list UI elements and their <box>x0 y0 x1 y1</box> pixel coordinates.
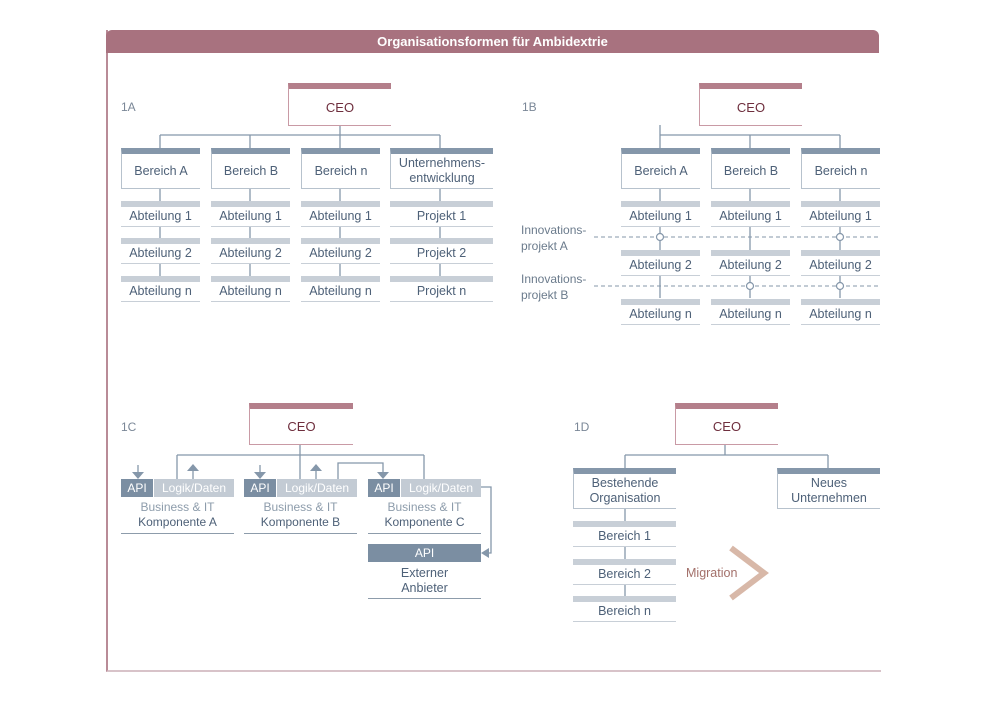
ceo-box-1c: CEO <box>249 403 353 445</box>
external-provider-text: Externer Anbieter <box>368 566 481 596</box>
header-bereich-a-1b: Bereich A <box>621 148 700 189</box>
ceo-box-1d: CEO <box>675 403 778 445</box>
item-box: Abteilung 2 <box>711 250 790 276</box>
external-provider-box: API Externer Anbieter <box>368 544 481 599</box>
component-line2: Komponente B <box>260 515 341 529</box>
item-box: Abteilung 1 <box>211 201 290 227</box>
logik-daten-label: Logik/Daten <box>277 479 357 497</box>
component-base-line <box>244 532 357 534</box>
innovation-project-b-label: Innovations- projekt B <box>521 271 586 303</box>
header-unternehmensentwicklung-1a: Unternehmens- entwicklung <box>390 148 493 189</box>
item-box: Bereich 1 <box>573 521 676 547</box>
item-box: Abteilung n <box>621 299 700 325</box>
header-bereich-a-1a: Bereich A <box>121 148 200 189</box>
item-box: Abteilung 1 <box>301 201 380 227</box>
innovation-project-a-label: Innovations- projekt A <box>521 222 586 254</box>
item-box: Projekt n <box>390 276 493 302</box>
header-bereich-n-1b: Bereich n <box>801 148 880 189</box>
component-b: API Logik/Daten Business & IT Komponente… <box>244 479 357 534</box>
label-line: Innovations- <box>521 272 587 286</box>
component-line2: Komponente A <box>138 515 217 529</box>
existing-organisation-box: Bestehende Organisation <box>573 468 676 509</box>
item-box: Abteilung 1 <box>711 201 790 227</box>
component-line2: Komponente C <box>384 515 465 529</box>
logik-daten-label: Logik/Daten <box>401 479 481 497</box>
migration-label: Migration <box>686 566 738 580</box>
item-box: Abteilung n <box>711 299 790 325</box>
diagram-title: Organisationsformen für Ambidextrie <box>106 30 879 53</box>
component-base-line <box>368 532 481 534</box>
header-line: Organisation <box>589 491 661 505</box>
item-box: Abteilung 2 <box>801 250 880 276</box>
quadrant-label-1a: 1A <box>121 100 136 114</box>
item-box: Abteilung n <box>801 299 880 325</box>
header-line: Unternehmens- <box>398 156 486 170</box>
header-bereich-b-1a: Bereich B <box>211 148 290 189</box>
component-c: API Logik/Daten Business & IT Komponente… <box>368 479 481 534</box>
item-box: Abteilung n <box>121 276 200 302</box>
quadrant-label-1b: 1B <box>522 100 537 114</box>
label-line: Innovations- <box>521 223 587 237</box>
item-box: Abteilung n <box>301 276 380 302</box>
item-box: Abteilung 2 <box>621 250 700 276</box>
item-box: Abteilung n <box>211 276 290 302</box>
text-line: Externer <box>400 566 449 580</box>
label-line: projekt B <box>521 288 569 302</box>
api-label: API <box>121 479 153 497</box>
quadrant-label-1c: 1C <box>121 420 137 434</box>
item-box: Bereich n <box>573 596 676 622</box>
ceo-box-1a: CEO <box>288 83 391 126</box>
header-line: Neues <box>810 476 848 490</box>
ceo-box-1b: CEO <box>699 83 802 126</box>
new-company-box: Neues Unternehmen <box>777 468 880 509</box>
api-label: API <box>368 544 481 562</box>
item-box: Bereich 2 <box>573 559 676 585</box>
logik-daten-label: Logik/Daten <box>154 479 234 497</box>
item-box: Projekt 1 <box>390 201 493 227</box>
header-line: entwicklung <box>409 171 475 185</box>
item-box: Abteilung 1 <box>121 201 200 227</box>
diagram-frame <box>106 30 881 672</box>
component-a: API Logik/Daten Business & IT Komponente… <box>121 479 234 534</box>
quadrant-label-1d: 1D <box>574 420 590 434</box>
text-line: Anbieter <box>401 581 448 595</box>
header-line: Bestehende <box>591 476 659 490</box>
component-base-line <box>121 532 234 534</box>
header-line: Unternehmen <box>791 491 867 505</box>
item-box: Abteilung 1 <box>801 201 880 227</box>
item-box: Projekt 2 <box>390 238 493 264</box>
item-box: Abteilung 2 <box>211 238 290 264</box>
header-bereich-b-1b: Bereich B <box>711 148 790 189</box>
component-line1: Business & IT <box>140 500 215 514</box>
label-line: projekt A <box>521 239 568 253</box>
api-label: API <box>368 479 400 497</box>
item-box: Abteilung 1 <box>621 201 700 227</box>
item-box: Abteilung 2 <box>301 238 380 264</box>
component-line1: Business & IT <box>263 500 338 514</box>
header-bereich-n-1a: Bereich n <box>301 148 380 189</box>
api-label: API <box>244 479 276 497</box>
item-box: Abteilung 2 <box>121 238 200 264</box>
component-line1: Business & IT <box>387 500 462 514</box>
